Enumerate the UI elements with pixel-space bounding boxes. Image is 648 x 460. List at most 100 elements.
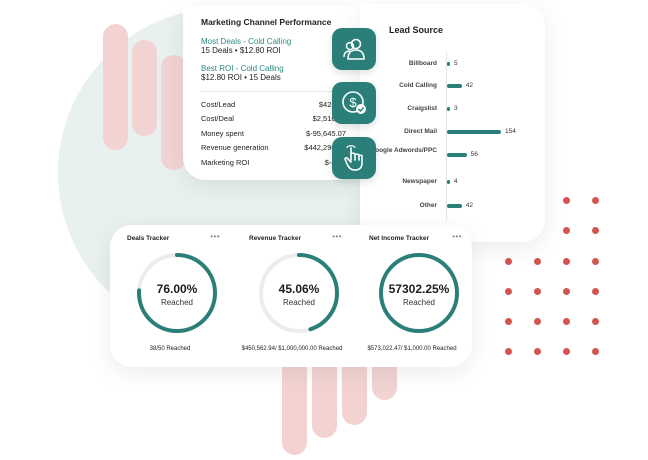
- tracker-title: Revenue Tracker: [249, 235, 302, 242]
- performance-title: Marketing Channel Performance: [201, 17, 332, 27]
- more-options-icon[interactable]: •••: [210, 232, 220, 241]
- ring-progress: [137, 253, 217, 333]
- decor-dot: [592, 258, 599, 265]
- tracker-footer: 38/50 Reached: [149, 346, 191, 352]
- progress-ring-svg: [137, 253, 217, 333]
- trackers-card: Deals Tracker ••• 76.00% Reached 38/50 R…: [110, 225, 472, 367]
- decor-dot: [592, 348, 599, 355]
- metric-row: Revenue generation $442,296.94: [201, 141, 346, 156]
- lead-source-value: 42: [465, 202, 473, 209]
- metric-value: $2,516.98: [312, 114, 346, 124]
- lead-source-row: Cold Calling 42: [360, 82, 545, 102]
- decor-dot: [534, 258, 541, 265]
- metric-label: Money spent: [201, 128, 244, 138]
- more-options-icon[interactable]: •••: [332, 232, 342, 241]
- lead-source-value: 3: [454, 105, 458, 112]
- metric-value: $-95,645.07: [305, 128, 346, 138]
- marketing-channel-performance-card: Marketing Channel Performance Most Deals…: [183, 6, 360, 180]
- lead-source-category: Cold Calling: [399, 82, 437, 89]
- decor-dot: [592, 318, 599, 325]
- decor-bar: [132, 40, 157, 136]
- lead-source-bar: [447, 153, 467, 157]
- tracker-title: Net Income Tracker: [369, 235, 429, 242]
- tracker-percent: 57302.25%: [388, 282, 450, 296]
- metric-value: $442,296.94: [304, 143, 346, 153]
- metric-label: Cost/Lead: [201, 99, 236, 109]
- lead-source-bar: [447, 84, 462, 88]
- net-income-tracker: Net Income Tracker ••• 57302.25% Reached…: [352, 225, 472, 367]
- progress-ring-svg: [259, 253, 339, 333]
- decor-dot: [505, 288, 512, 295]
- decor-dot: [592, 227, 599, 234]
- tracker-percent: 45.06%: [278, 282, 320, 296]
- best-roi-label: Best ROI - Cold Calling: [201, 64, 284, 73]
- progress-ring: 57302.25% Reached: [376, 250, 462, 336]
- lead-source-row: Google Adwords/PPC 56: [360, 147, 545, 171]
- decor-dot: [534, 318, 541, 325]
- pointer-hand-icon[interactable]: [332, 137, 376, 179]
- decor-dot: [563, 197, 570, 204]
- progress-ring-svg: [379, 253, 459, 333]
- decor-dot: [563, 318, 570, 325]
- lead-source-bar: [447, 107, 450, 111]
- lead-source-bar: [447, 180, 450, 184]
- lead-source-value: 4: [454, 178, 458, 185]
- deals-tracker: Deals Tracker ••• 76.00% Reached 38/50 R…: [110, 225, 230, 367]
- metric-label: Marketing ROI: [201, 157, 250, 167]
- decor-dot: [505, 318, 512, 325]
- decor-dot: [563, 227, 570, 234]
- tracker-reached-label: Reached: [282, 298, 316, 307]
- revenue-tracker: Revenue Tracker ••• 45.06% Reached $450,…: [232, 225, 352, 367]
- users-icon[interactable]: [332, 28, 376, 70]
- lead-source-value: 56: [470, 151, 478, 158]
- ring-progress: [259, 253, 339, 333]
- progress-ring: 76.00% Reached: [134, 250, 220, 336]
- lead-source-row: Billboard 5: [360, 60, 545, 80]
- decor-dot: [563, 258, 570, 265]
- most-deals-value: 15 Deals • $12.80 ROI: [201, 46, 281, 55]
- lead-source-category: Billboard: [408, 60, 437, 67]
- tracker-footer: $450,562.94/ $1,000,000.00 Reached: [241, 346, 343, 352]
- best-roi-value: $12.80 ROI • 15 Deals: [201, 73, 281, 82]
- metric-row: Cost/Lead $428.90: [201, 97, 346, 112]
- metric-row: Marketing ROI $-4.62: [201, 155, 346, 170]
- progress-ring: 45.06% Reached: [256, 250, 342, 336]
- lead-source-value: 154: [505, 128, 516, 135]
- decor-dot: [563, 288, 570, 295]
- decor-dot: [592, 197, 599, 204]
- metric-label: Cost/Deal: [201, 114, 234, 124]
- tracker-title: Deals Tracker: [127, 235, 170, 242]
- svg-text:$: $: [349, 95, 357, 110]
- decor-bar: [161, 55, 186, 170]
- lead-source-bar: [447, 62, 450, 66]
- decor-dot: [505, 348, 512, 355]
- metric-row: Cost/Deal $2,516.98: [201, 112, 346, 127]
- decor-bar: [103, 24, 128, 150]
- lead-source-axis: [446, 52, 447, 220]
- lead-source-category: Newspaper: [402, 178, 437, 185]
- lead-source-value: 42: [465, 82, 473, 89]
- lead-source-bar: [447, 130, 501, 134]
- ring-progress: [379, 253, 459, 333]
- dollar-check-icon[interactable]: $: [332, 82, 376, 124]
- lead-source-row: Direct Mail 154: [360, 128, 545, 148]
- lead-source-title: Lead Source: [389, 25, 444, 35]
- divider: [201, 91, 346, 92]
- most-deals-label: Most Deals - Cold Calling: [201, 37, 292, 46]
- tracker-footer: $573,022.47/ $1,000.00 Reached: [367, 346, 457, 352]
- lead-source-row: Newspaper 4: [360, 178, 545, 198]
- lead-source-value: 5: [454, 60, 458, 67]
- tracker-reached-label: Reached: [402, 298, 436, 307]
- decor-dot: [534, 348, 541, 355]
- decor-dot: [505, 258, 512, 265]
- lead-source-bar: [447, 204, 462, 208]
- more-options-icon[interactable]: •••: [452, 232, 462, 241]
- lead-source-category: Google Adwords/PPC: [370, 147, 437, 154]
- metric-row: Money spent $-95,645.07: [201, 126, 346, 141]
- metric-label: Revenue generation: [201, 143, 269, 153]
- tracker-reached-label: Reached: [160, 298, 194, 307]
- lead-source-category: Direct Mail: [404, 128, 437, 135]
